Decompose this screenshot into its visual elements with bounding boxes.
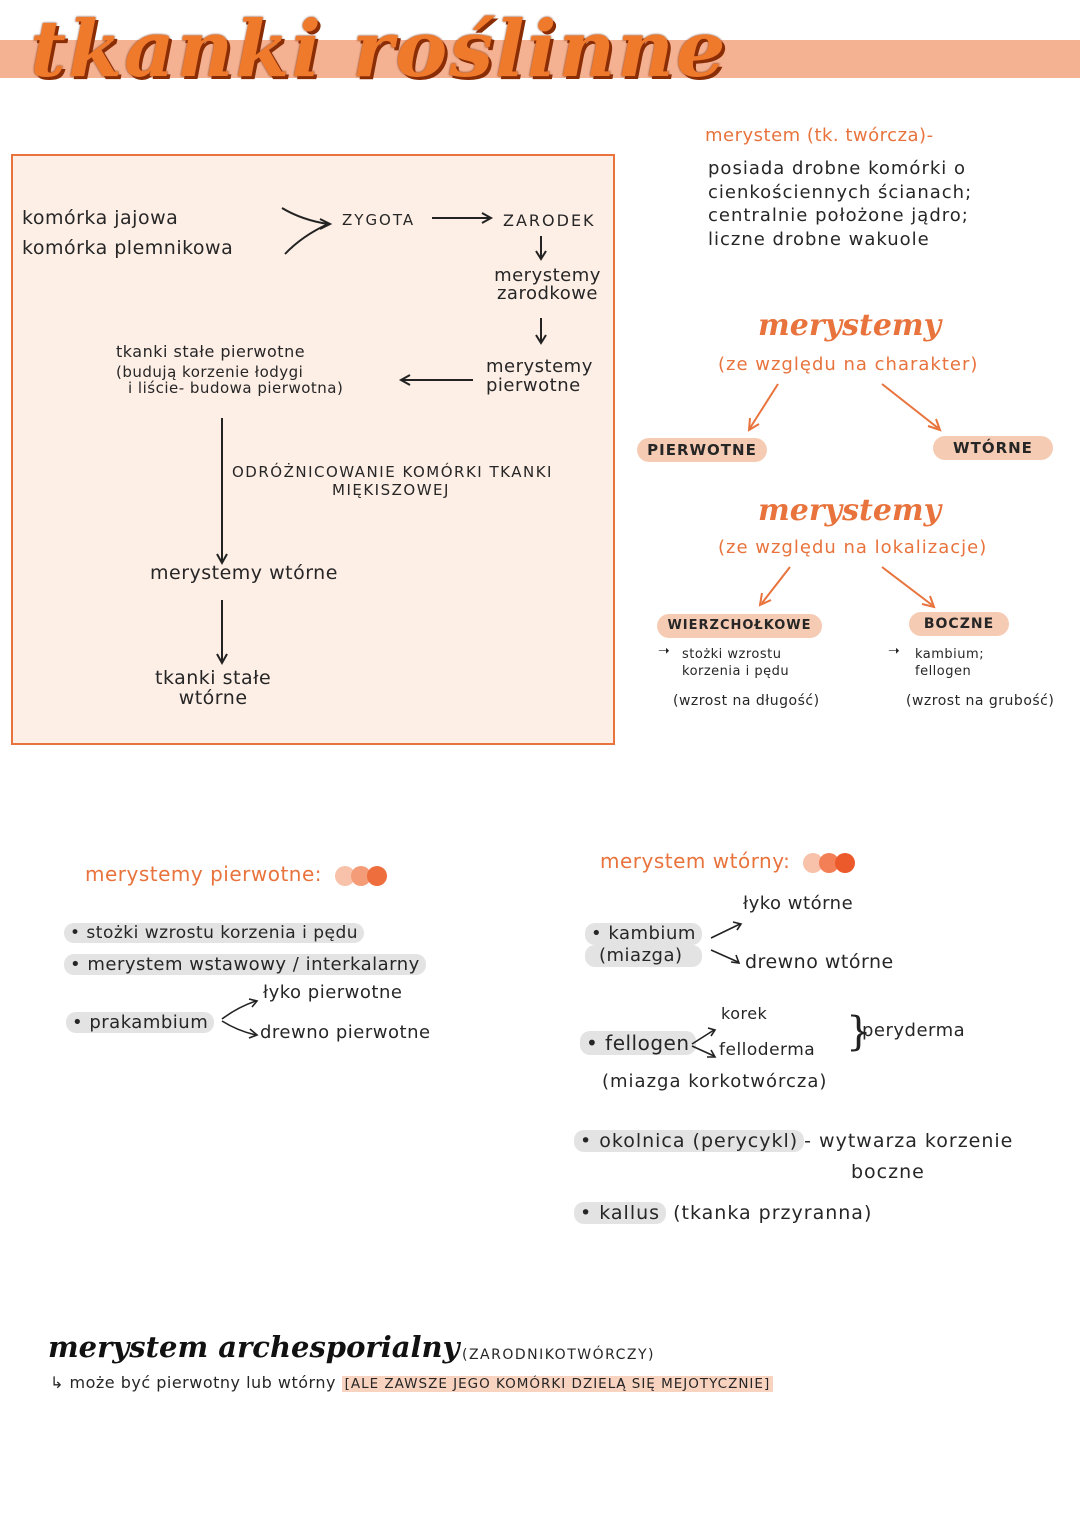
apical-description: stożki wzrostu korzenia i pędu [682, 647, 790, 679]
lateral-note: (wzrost na grubość) [906, 693, 1055, 709]
by-location-arrows [758, 566, 936, 609]
page-title: tkanki roślinne [30, 4, 728, 95]
meristem-definition-text: posiada drobne komórki o cienkościennych… [708, 158, 973, 250]
primary-meristem-label: merystemy pierwotne [486, 356, 593, 396]
primary-item-1: • stożki wzrostu korzenia i pędu [64, 923, 365, 943]
primary-permanent-tissue-label: tkanki stałe pierwotne (budują korzenie … [116, 342, 344, 397]
phellogen-label: • fellogen [580, 1031, 696, 1055]
sperm-cell-label: komórka plemnikowa [22, 237, 234, 259]
dedifferentiation-label: ODRÓŻNICOWANIE KOMÓRKI TKANKI MIĘKISZOWE… [232, 463, 553, 499]
return-arrow-icon: ↳ [50, 1373, 64, 1392]
secondary-xylem-label: drewno wtórne [745, 951, 894, 973]
pericycle-label: • okolnica (perycykl)- wytwarza korzenie [574, 1130, 1013, 1152]
archesporial-line: ↳ może być pierwotny lub wtórny [ALE ZAW… [50, 1373, 774, 1392]
lateral-arrow-icon: ➝ [888, 643, 900, 659]
title-band [0, 40, 1080, 78]
cambium-label: • kambium (miazga) [585, 923, 702, 967]
by-location-subtitle: (ze względu na lokalizacje) [718, 537, 988, 558]
flow-arrows [216, 207, 547, 666]
color-dot-icon [366, 865, 387, 886]
archesporial-title: merystem archesporialny [48, 1330, 460, 1364]
apical-arrow-icon: ➝ [658, 643, 670, 659]
primary-meristems-heading: merystemy pierwotne: [85, 862, 387, 886]
phellogen-sublabel: (miazga korkotwórcza) [602, 1071, 828, 1092]
color-dot-icon [334, 865, 355, 886]
color-dot-icon [803, 852, 824, 873]
lateral-description: kambium; fellogen [915, 647, 985, 679]
secondary-meristem-label: merystemy wtórne [150, 562, 338, 584]
secondary-permanent-tissue-label: tkanki stałe wtórne [155, 667, 272, 709]
by-location-title: merystemy [758, 493, 942, 528]
brace-icon: } [846, 1009, 872, 1055]
by-character-arrows [747, 383, 942, 432]
meristem-definition-heading: merystem (tk. twórcza)- [705, 125, 934, 146]
apical-pill: WIERZCHOŁKOWE [657, 614, 822, 638]
primary-pill: PIERWOTNE [637, 438, 767, 462]
pericycle-description: boczne [851, 1161, 925, 1183]
secondary-meristem-heading: merystem wtórny: [600, 849, 856, 873]
by-character-subtitle: (ze względu na charakter) [718, 354, 979, 375]
procambium-arrows [221, 998, 259, 1039]
cambium-arrows [710, 921, 743, 964]
by-character-title: merystemy [758, 308, 942, 343]
primary-item-2: • merystem wstawowy / interkalarny [64, 954, 426, 975]
primary-item-3: • prakambium [66, 1012, 215, 1033]
egg-cell-label: komórka jajowa [22, 207, 179, 229]
flow-box [11, 154, 615, 745]
secondary-phloem-label: łyko wtórne [743, 893, 854, 914]
phelloderm-label: fellodermа [719, 1040, 816, 1060]
archesporial-title-note: (ZARODNIKOTWÓRCZY) [462, 1347, 656, 1363]
zygote-label: ZYGOTA [342, 211, 416, 229]
phellogen-arrows [691, 1027, 717, 1058]
callus-label: • kallus (tkanka przyranna) [574, 1202, 872, 1224]
primary-xylem-label: drewno pierwotne [260, 1022, 431, 1043]
color-dot-icon [350, 865, 371, 886]
embryonic-meristem-label: merystemy zarodkowe [494, 265, 601, 304]
primary-phloem-label: łyko pierwotne [263, 982, 403, 1003]
lateral-pill: BOCZNE [909, 612, 1009, 636]
embryo-label: ZARODEK [503, 211, 596, 230]
color-dot-icon [819, 852, 840, 873]
periderm-label: peryderma [862, 1020, 966, 1041]
apical-note: (wzrost na długość) [673, 693, 820, 709]
color-dot-icon [835, 852, 856, 873]
secondary-pill: WTÓRNE [933, 436, 1053, 460]
cork-label: korek [721, 1004, 768, 1023]
